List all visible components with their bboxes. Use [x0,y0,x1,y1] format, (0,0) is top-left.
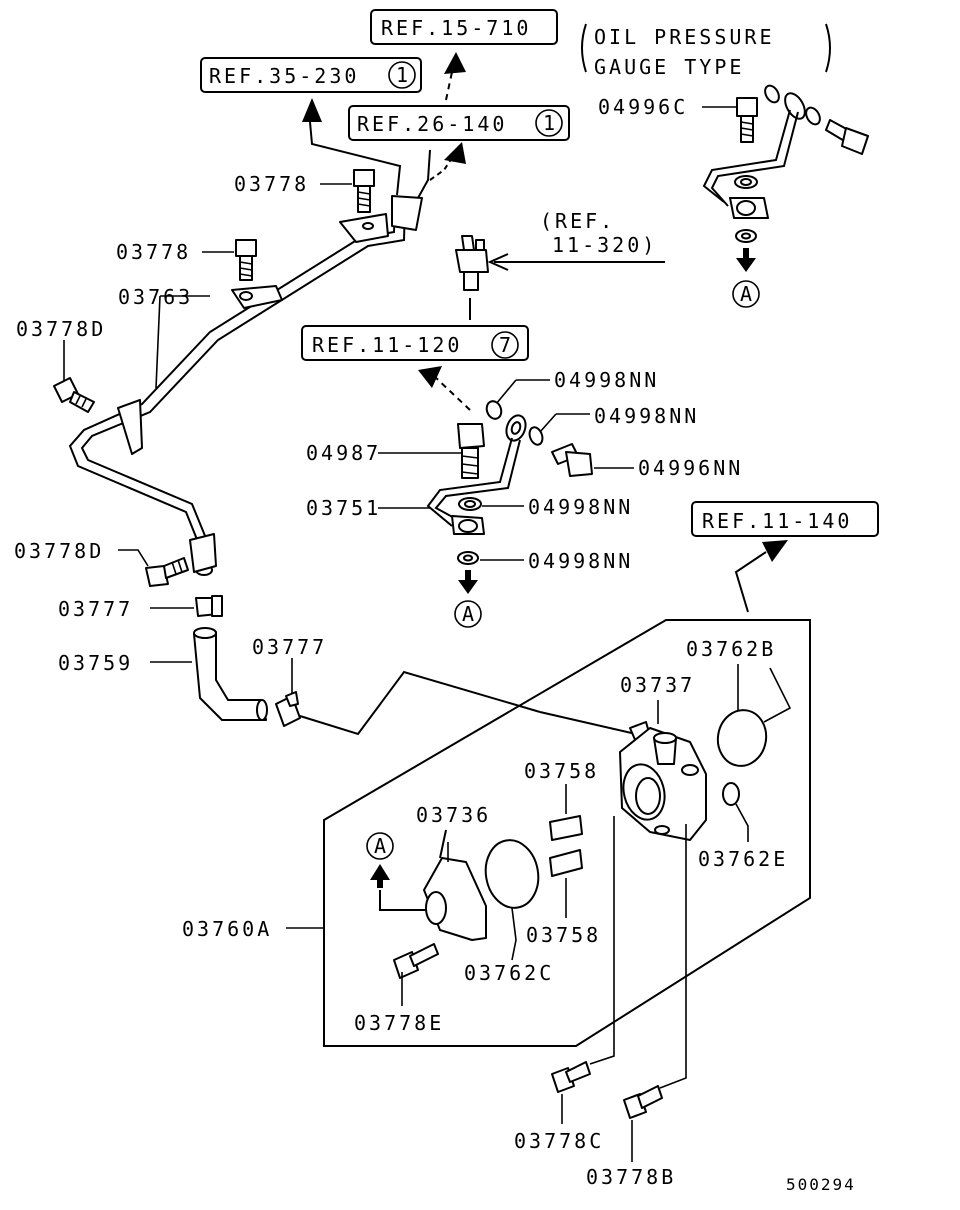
oil-pressure-switch [455,235,489,320]
label-03737[interactable]: 03737 [620,673,695,697]
label-03778E[interactable]: 03778E [354,1011,444,1035]
ref-26-140-box[interactable]: REF.26-140 1 [348,105,570,141]
bolt-icon [565,451,593,477]
label-04987[interactable]: 04987 [306,441,381,465]
oil-line-03751: A [378,379,634,628]
bolt-icon [235,239,257,257]
arrow-up-icon [444,52,466,74]
ref-arrows [302,52,788,613]
note-line-1: OIL PRESSURE [594,25,775,49]
label-03762E[interactable]: 03762E [698,847,788,871]
label-03758[interactable]: 03758 [524,759,599,783]
arrow-up-icon [762,540,788,562]
ref-26-140-label: REF.26-140 [357,112,507,136]
note-line-2: GAUGE TYPE [594,55,744,79]
marker-a-label: A [462,602,474,626]
label-03760A[interactable]: 03760A [182,917,272,941]
label-04998NN[interactable]: 04998NN [528,549,633,573]
marker-a-circle [366,832,394,860]
label-03778B[interactable]: 03778B [586,1165,676,1189]
label-03778[interactable]: 03778 [234,172,309,196]
oil-pressure-gauge-note: OIL PRESSURE GAUGE TYPE [581,23,831,79]
ref-35-230-num: 1 [396,63,408,87]
label-04998NN[interactable]: 04998NN [554,368,659,392]
bolt-03778-lower [202,239,257,281]
ref-11-320-note[interactable]: (REF. 11-320) [540,209,657,257]
label-03763[interactable]: 03763 [118,285,193,309]
part-labels: 04996C 03778 03778 03763 03778D 04998NN … [14,95,856,1194]
label-03751[interactable]: 03751 [306,496,381,520]
label-03777[interactable]: 03777 [252,635,327,659]
ref-35-230-label: REF.35-230 [209,64,359,88]
hose-assembly [150,595,541,736]
label-03758[interactable]: 03758 [526,923,601,947]
ref-15-710-box[interactable]: REF.15-710 [370,9,558,45]
gauge-type-assembly: A [702,84,869,308]
ref-15-710-label: REF.15-710 [381,16,531,40]
label-03762C[interactable]: 03762C [464,961,554,985]
label-04996C[interactable]: 04996C [598,95,688,119]
arrow-up-icon [370,864,390,888]
marker-a-circle [454,600,482,628]
pump-assembly-frame [323,619,811,1047]
marker-a-label: A [374,834,386,858]
arrow-up-icon [302,98,322,122]
arrow-down-icon [458,570,478,594]
label-04998NN[interactable]: 04998NN [594,404,699,428]
label-03778D[interactable]: 03778D [16,317,106,341]
label-04998NN[interactable]: 04998NN [528,495,633,519]
ref-35-230-circle [388,61,416,89]
label-03736[interactable]: 03736 [416,803,491,827]
arrow-up-icon [418,366,442,388]
ref-11-120-label: REF.11-120 [312,333,462,357]
ref-11-120-box[interactable]: REF.11-120 7 [301,325,529,361]
ref-11-140-label: REF.11-140 [702,509,852,533]
bolt-icon [353,169,375,187]
ref-35-230-box[interactable]: REF.35-230 1 [200,57,422,93]
ref-11-120-num: 7 [499,333,511,357]
diagram-id: 500294 [786,1175,856,1194]
arrow-down-icon [736,248,756,272]
label-03778C[interactable]: 03778C [514,1129,604,1153]
ref-26-140-circle [535,109,563,137]
bolt-icon [736,97,758,117]
bolt-03778D-lower [118,549,189,587]
label-03759[interactable]: 03759 [58,651,133,675]
ref-11-140-box[interactable]: REF.11-140 [691,501,879,537]
label-04996NN[interactable]: 04996NN [638,456,743,480]
ref-26-140-num: 1 [543,111,555,135]
vacuum-pump-assembly: A [366,664,792,1162]
label-03777[interactable]: 03777 [58,597,133,621]
ref-11-120-circle [491,331,519,359]
oil-pipe-03763 [68,195,423,576]
label-03778D[interactable]: 03778D [14,539,104,563]
bolt-03778D-upper [53,340,95,413]
label-03778[interactable]: 03778 [116,240,191,264]
ref-11-320-line2: 11-320) [552,233,657,257]
arrow-up-icon [444,142,466,164]
marker-a-label: A [740,282,752,306]
label-03762B[interactable]: 03762B [686,637,776,661]
ref-11-320-line1: (REF. [540,209,615,233]
bolt-03778-upper [320,169,375,213]
bolt-icon [145,565,169,587]
marker-a-circle [732,280,760,308]
